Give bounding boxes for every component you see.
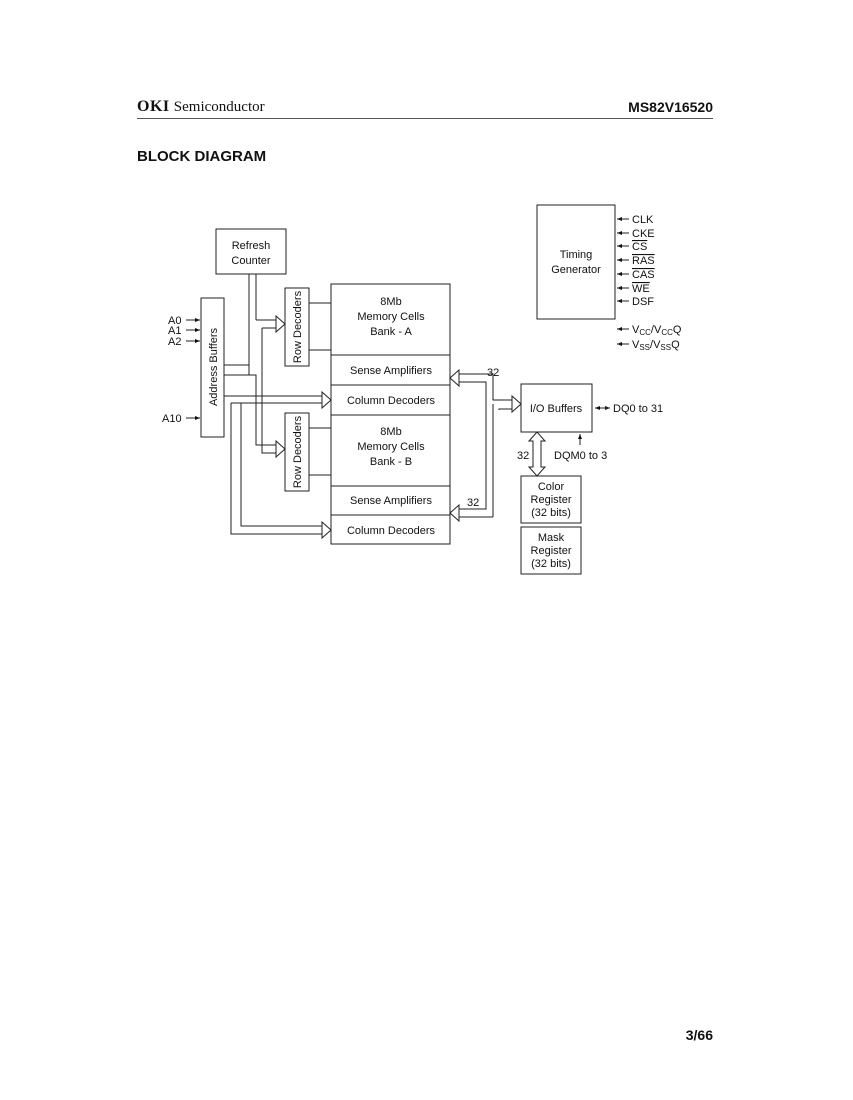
timing-generator-label-1: Timing	[560, 249, 593, 261]
dq-label: DQ0 to 31	[613, 403, 663, 415]
sense-amp-a-label: Sense Amplifiers	[350, 365, 432, 377]
part-number: MS82V16520	[628, 99, 713, 115]
bank-a-label-2: Memory Cells	[357, 311, 425, 323]
refresh-counter-label-2: Counter	[231, 255, 270, 267]
bank-b-label-3: Bank - B	[370, 456, 412, 468]
row-decoders-a-box	[284, 287, 310, 367]
timing-input-ras: RAS	[632, 255, 655, 267]
row-decoders-b-label: Row Decoders	[292, 415, 304, 488]
mask-register-label-1: Mask	[538, 532, 565, 544]
bus-label-bank-a: 32	[487, 367, 499, 379]
dqm-label: DQM0 to 3	[554, 450, 607, 462]
col-dec-a-label: Column Decoders	[347, 395, 436, 407]
color-register-box	[520, 475, 582, 524]
refresh-counter-label-1: Refresh	[232, 240, 271, 252]
bus-label-bank-b: 32	[467, 497, 479, 509]
row-decoders-a-label: Row Decoders	[292, 290, 304, 363]
bank-b-label-2: Memory Cells	[357, 441, 425, 453]
bus-label-color: 32	[517, 450, 529, 462]
color-register-label-3: (32 bits)	[531, 507, 571, 519]
timing-input-cs: CS	[632, 241, 647, 253]
section-title: BLOCK DIAGRAM	[137, 148, 267, 165]
bank-b-label-1: 8Mb	[380, 426, 401, 438]
color-register-label-2: Register	[531, 494, 572, 506]
mask-register-box	[520, 526, 582, 575]
timing-input-clk: CLK	[632, 214, 654, 226]
brand-logo: OKI Semiconductor	[137, 98, 265, 116]
input-a2: A2	[168, 336, 181, 348]
timing-input-dsf: DSF	[632, 296, 654, 308]
mask-register-label-3: (32 bits)	[531, 558, 571, 570]
col-dec-b-label: Column Decoders	[347, 525, 436, 537]
refresh-counter-box	[215, 228, 287, 275]
bank-a-label-1: 8Mb	[380, 296, 401, 308]
timing-input-cke: CKE	[632, 228, 655, 240]
brand-semiconductor: Semiconductor	[173, 99, 265, 115]
timing-input-we: WE	[632, 283, 650, 295]
color-register-label-1: Color	[538, 481, 565, 493]
timing-generator-box	[536, 204, 616, 320]
address-buffers-box	[200, 297, 225, 438]
input-a0: A0	[168, 315, 181, 327]
row-decoders-b-box	[284, 412, 310, 492]
address-buffers-label: Address Buffers	[208, 327, 220, 406]
page-header: OKI Semiconductor MS82V16520	[137, 98, 713, 119]
page-number: 3/66	[685, 1027, 713, 1043]
timing-generator-label-2: Generator	[551, 264, 601, 276]
io-buffers-label: I/O Buffers	[530, 403, 583, 415]
input-a1: A1	[168, 325, 181, 337]
brand-oki: OKI	[137, 98, 170, 115]
power-vcc: VCC/VCCQ	[632, 324, 682, 337]
bank-a-label-3: Bank - A	[370, 326, 412, 338]
input-a10: A10	[162, 413, 182, 425]
timing-input-cas: CAS	[632, 269, 655, 281]
io-buffers-box	[520, 383, 593, 433]
power-vss: VSS/VSSQ	[632, 339, 680, 352]
sense-amp-b-label: Sense Amplifiers	[350, 495, 432, 507]
mask-register-label-2: Register	[531, 545, 572, 557]
